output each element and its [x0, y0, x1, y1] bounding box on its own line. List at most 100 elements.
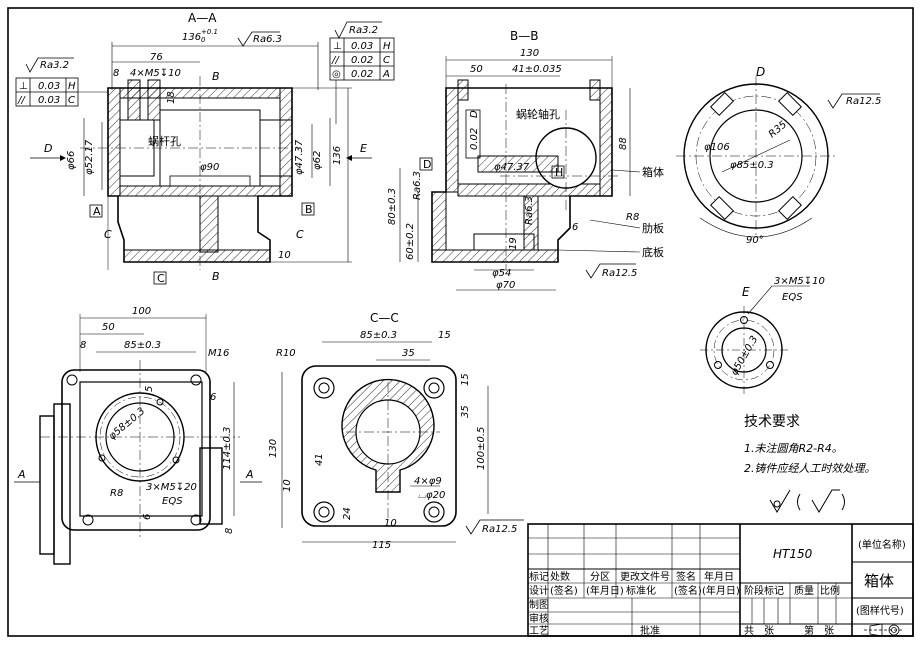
dim-3xm5-left: 3×M5↧20 [146, 482, 197, 493]
ra-cc: Ra12.5 [482, 524, 517, 535]
tb-design: 设计 [529, 584, 549, 597]
dim-80: 80±0.3 [387, 188, 398, 225]
dim-50-left: 50 [102, 322, 115, 333]
tb-stage: 阶段标记 [744, 584, 784, 597]
tb-material: HT150 [773, 547, 813, 561]
dim-6-left-b: 6 [142, 514, 153, 520]
tb-total: 共 [744, 625, 754, 637]
dim-90deg: 90° [746, 235, 764, 246]
dim-85-cc: 85±0.3 [360, 330, 397, 341]
dim-35-cc-top: 35 [402, 348, 415, 359]
marker-b-top: B [212, 70, 220, 83]
tol-bb-val: 0.02 [469, 128, 480, 150]
tb-sheet-unit: 张 [824, 625, 834, 637]
tb-drawing-no: (图样代号) [856, 604, 904, 617]
tol-top-sym-2: // [331, 55, 340, 66]
view-left: 100 50 8 85±0.3 M16 A A 5 6 φ58±0.3 [14, 306, 262, 565]
tol-top-sym-3: ◎ [332, 69, 341, 80]
dim-136-lower-tol: 0 [201, 36, 206, 44]
dim-phi50: φ50±0.3 [729, 334, 760, 377]
marker-c-right: C [296, 228, 304, 241]
dim-10-aa: 10 [278, 250, 291, 261]
view-e: E 3×M5↧10 EQS φ50±0.3 [700, 276, 825, 394]
ra-bb-left: Ra6.3 [412, 171, 423, 200]
dim-10-cc-bottom: 10 [384, 518, 397, 529]
dim-114: 114±0.3 [222, 427, 233, 470]
tb-standard-date: (年月日) [702, 584, 740, 597]
marker-a-datum: A [93, 205, 101, 218]
dim-136: 136 [182, 32, 201, 43]
dim-35-cc-side: 35 [460, 405, 471, 418]
view-d: D φ106 φ85±0.3 R35 90° Ra12.5 [676, 65, 881, 246]
tb-weight: 质量 [794, 585, 814, 597]
dim-10-cc-left: 10 [282, 479, 293, 492]
dim-130-bb: 130 [520, 48, 539, 59]
view-c-c: C—C 85±0.3 15 R10 35 15 35 130 100±0.5 4… [268, 311, 524, 551]
tb-h-zone: 分区 [590, 571, 610, 583]
title-block: HT150 (单位名称) 箱体 (图样代号) 标记 处数 分区 更改文件号 签名… [527, 523, 914, 637]
dim-6-left: 6 [210, 392, 216, 403]
tol-left-val-2: 0.03 [38, 95, 60, 106]
dim-phi58: φ58±0.3 [107, 406, 147, 442]
dim-41-cc: 41 [314, 453, 325, 466]
dim-24-cc: 24 [342, 507, 353, 520]
dim-r35: R35 [767, 119, 789, 140]
projection-symbol-icon [864, 623, 904, 637]
dim-15-cc-side: 15 [460, 373, 471, 386]
view-a-a: A—A 136 +0.1 0 Ra6.3 76 4×M5↧10 8 18 φ52… [30, 11, 372, 285]
dim-m16: M16 [208, 348, 229, 359]
tolerance-block-left: Ra3.2 ⊥ 0.03 H // 0.03 C [15, 57, 108, 107]
dim-85-left: 85±0.3 [124, 340, 161, 351]
tb-scale: 比例 [820, 584, 840, 597]
dim-6-bb: 6 [572, 222, 578, 233]
tb-sheet: 第 [804, 624, 814, 637]
tb-h-changedoc: 更改文件号 [620, 570, 670, 583]
dim-phi62: φ62 [312, 151, 323, 170]
marker-c-left: C [104, 228, 112, 241]
dim-r10: R10 [276, 348, 296, 359]
dim-100-cc: 100±0.5 [476, 427, 487, 470]
view-c-c-title: C—C [370, 311, 399, 325]
dim-5-left: 5 [144, 386, 155, 392]
surface-finish-symbols [769, 489, 845, 513]
dim-60: 60±0.2 [405, 223, 416, 260]
dim-76: 76 [150, 52, 163, 63]
technical-requirements: 技术要求 1.未注圆角R2-R4。 2.铸件应经人工时效处理。 [744, 414, 876, 513]
tb-design-date: (年月日) [586, 584, 624, 597]
dim-phi70: φ70 [496, 280, 515, 291]
tb-review: 审核 [529, 612, 549, 625]
dim-e-3xm5: 3×M5↧10 [774, 276, 825, 287]
tol-top-ref-2: C [383, 55, 390, 66]
tol-top-ra: Ra3.2 [349, 25, 378, 36]
dim-136-upper-tol: +0.1 [201, 28, 218, 36]
ra-bb-bottom: Ra12.5 [602, 268, 637, 279]
marker-a-left: A [17, 468, 26, 481]
view-b-b: B—B 130 50 41±0.035 88 80±0.3 60±0.2 φ47… [387, 29, 664, 291]
dim-4xphi9: 4×φ9 [414, 476, 442, 487]
marker-b-datum: B [305, 203, 313, 216]
tol-top-val-2: 0.02 [351, 55, 373, 66]
tb-drawing: 制图 [529, 598, 549, 611]
dim-phi47: φ47.37 [294, 139, 305, 175]
tb-h-date: 年月日 [704, 570, 734, 583]
tech-line-2: 2.铸件应经人工时效处理。 [744, 462, 876, 475]
view-b-b-title: B—B [510, 29, 538, 43]
dim-100: 100 [132, 306, 151, 317]
tb-standard: 标准化 [626, 584, 656, 597]
tol-left-val-1: 0.03 [38, 81, 60, 92]
dim-phi47-bb: φ47.37 [494, 162, 530, 173]
ra-aa-top: Ra6.3 [253, 34, 282, 45]
tb-standard-sign: (签名) [674, 584, 702, 597]
tb-total-unit: 张 [764, 625, 774, 637]
tech-line-1: 1.未注圆角R2-R4。 [744, 442, 843, 455]
marker-a-right: A [245, 468, 254, 481]
label-worm-wheel-hole: 蜗轮轴孔 [516, 107, 560, 121]
dim-136-vert: 136 [332, 146, 343, 165]
dim-8-left-b: 8 [224, 528, 235, 534]
tb-h-mark: 标记 [529, 571, 549, 583]
tb-approve: 批准 [640, 624, 660, 637]
tb-org: (单位名称) [858, 538, 906, 551]
dim-phi54: φ54 [492, 268, 511, 279]
tb-design-sign: (签名) [550, 584, 578, 597]
